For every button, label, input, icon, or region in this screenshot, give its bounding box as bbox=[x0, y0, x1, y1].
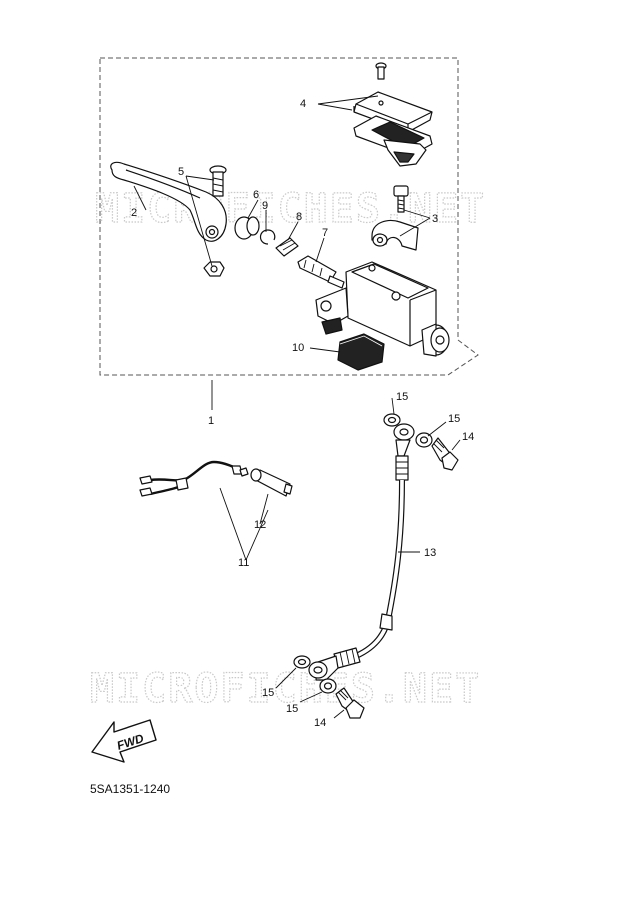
callout-1: 1 bbox=[208, 415, 214, 427]
diagram-code: 5SA1351-1240 bbox=[90, 782, 170, 796]
piston-spacer[interactable] bbox=[275, 237, 299, 257]
callout-13: 13 bbox=[424, 547, 436, 559]
callout-8: 8 bbox=[296, 211, 302, 223]
boot[interactable] bbox=[234, 216, 260, 240]
lever-pivot-bolt[interactable] bbox=[209, 165, 227, 197]
callout-3: 3 bbox=[432, 213, 438, 225]
callout-10: 10 bbox=[292, 342, 304, 354]
master-cylinder-holder[interactable] bbox=[371, 219, 419, 251]
lever-pivot-nut[interactable] bbox=[203, 261, 225, 277]
callout-2: 2 bbox=[131, 207, 137, 219]
caution-label[interactable] bbox=[337, 333, 385, 371]
forward-arrow-icon: FWD bbox=[91, 719, 157, 763]
callout-12: 12 bbox=[254, 519, 266, 531]
callout-15-top-right: 15 bbox=[448, 413, 460, 425]
switch-lead[interactable] bbox=[139, 460, 249, 497]
callout-7: 7 bbox=[322, 227, 328, 239]
callout-11: 11 bbox=[238, 557, 249, 569]
leader-lines bbox=[133, 95, 461, 719]
copper-washer[interactable] bbox=[319, 678, 337, 694]
callout-9: 9 bbox=[262, 200, 268, 212]
callout-6: 6 bbox=[253, 189, 259, 201]
reservoir-cap-screw[interactable] bbox=[375, 62, 387, 80]
front-brake-switch[interactable] bbox=[250, 468, 293, 497]
reservoir-diaphragm[interactable] bbox=[353, 115, 433, 167]
watermark-top: MICROFICHES.NET bbox=[95, 186, 486, 232]
callout-15-bottom-left: 15 bbox=[262, 687, 274, 699]
union-bolt[interactable] bbox=[335, 687, 365, 719]
copper-washer[interactable] bbox=[383, 413, 401, 427]
callout-14-top: 14 bbox=[462, 431, 474, 443]
reservoir-cap[interactable] bbox=[353, 91, 433, 133]
copper-washer[interactable] bbox=[415, 432, 433, 448]
callout-5: 5 bbox=[178, 166, 184, 178]
callout-4: 4 bbox=[300, 98, 306, 110]
brake-hose[interactable] bbox=[308, 423, 415, 681]
assembly-boundary bbox=[99, 57, 479, 376]
callout-15-top: 15 bbox=[396, 391, 408, 403]
circlip[interactable] bbox=[259, 229, 276, 245]
callout-15-bottom: 15 bbox=[286, 703, 298, 715]
holder-bolt[interactable] bbox=[393, 185, 409, 213]
master-cylinder-body[interactable] bbox=[315, 261, 450, 357]
piston-kit[interactable] bbox=[297, 255, 345, 289]
union-bolt[interactable] bbox=[431, 437, 459, 471]
watermark-bottom: MICROFICHES.NET bbox=[90, 666, 481, 712]
copper-washer[interactable] bbox=[293, 655, 311, 669]
brake-lever[interactable] bbox=[110, 161, 227, 242]
callout-14-bottom: 14 bbox=[314, 717, 326, 729]
